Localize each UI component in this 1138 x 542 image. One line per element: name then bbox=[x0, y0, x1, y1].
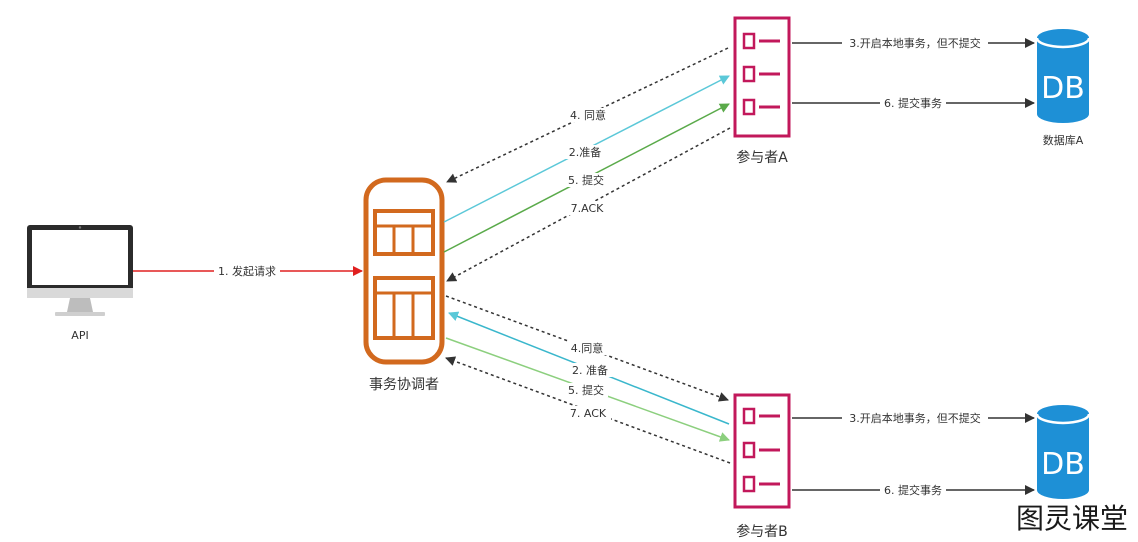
database-a-icon bbox=[1035, 29, 1091, 123]
database-a-text: DB bbox=[1041, 71, 1085, 106]
watermark-text: 图灵课堂 bbox=[1016, 502, 1128, 535]
coordinator-icon bbox=[363, 177, 445, 365]
a-commit-tx-label: 6. 提交事务 bbox=[884, 96, 942, 110]
coordinator-label: 事务协调者 bbox=[369, 377, 439, 393]
a-agree-arrow bbox=[446, 47, 729, 183]
a-commit-label: 5. 提交 bbox=[568, 173, 604, 187]
participant-b-label: 参与者B bbox=[736, 523, 788, 540]
b-agree-label: 4.同意 bbox=[571, 341, 604, 355]
a-local-tx-label: 3.开启本地事务，但不提交 bbox=[849, 36, 981, 50]
database-b-icon bbox=[1035, 405, 1091, 499]
participant-a-icon bbox=[733, 16, 791, 138]
b-commit-label: 5. 提交 bbox=[568, 383, 604, 397]
a-ack-label: 7.ACK bbox=[571, 202, 605, 215]
b-ack-label: 7. ACK bbox=[570, 407, 607, 420]
b-prepare-label: 2. 准备 bbox=[572, 363, 608, 377]
request-label: 1. 发起请求 bbox=[218, 264, 276, 278]
api-label: API bbox=[71, 329, 88, 342]
database-a-label: 数据库A bbox=[1043, 133, 1084, 147]
a-prepare-label: 2.准备 bbox=[569, 145, 602, 159]
api-monitor-icon bbox=[27, 225, 133, 316]
b-commit-tx-label: 6. 提交事务 bbox=[884, 483, 942, 497]
participant-b-icon bbox=[733, 393, 791, 509]
b-local-tx-label: 3.开启本地事务，但不提交 bbox=[849, 411, 981, 425]
a-agree-label: 4. 同意 bbox=[570, 108, 606, 122]
database-b-text: DB bbox=[1041, 447, 1085, 482]
participant-a-label: 参与者A bbox=[736, 149, 788, 166]
